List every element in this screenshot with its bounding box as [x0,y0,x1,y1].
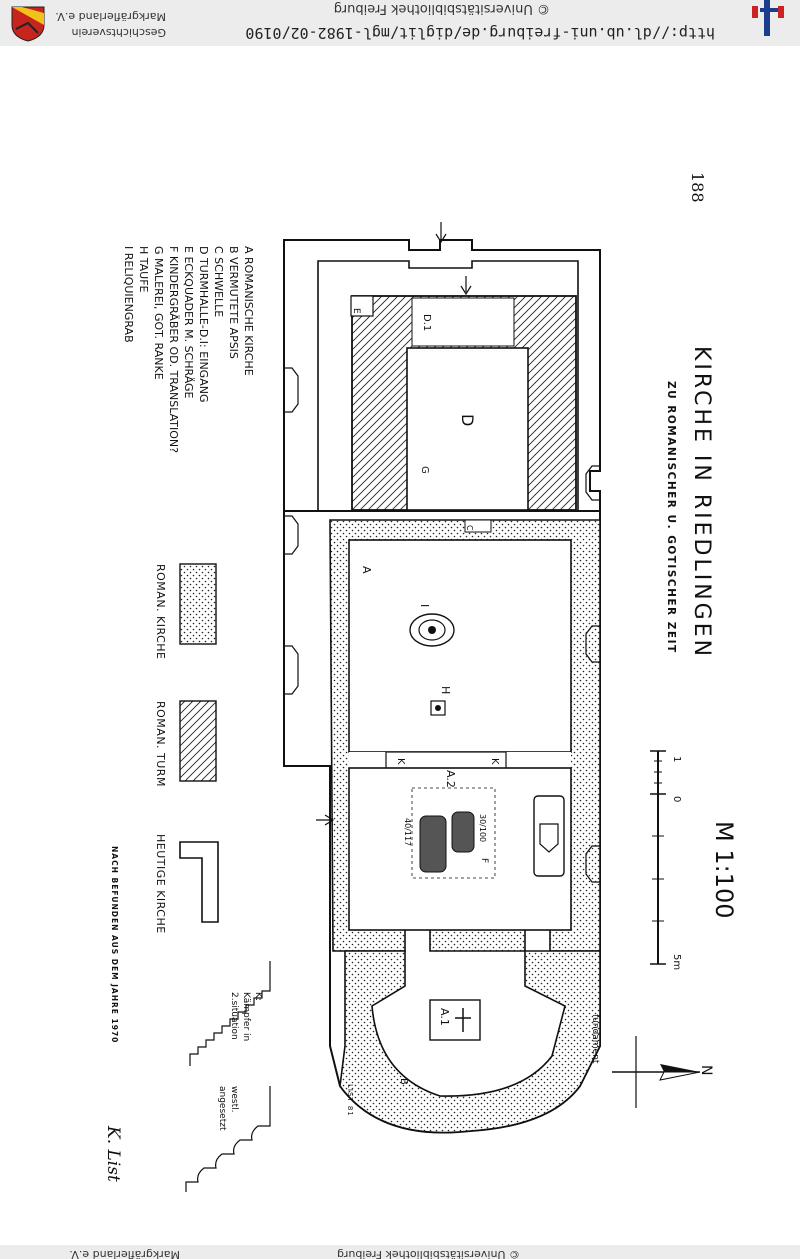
label-a1: A.1 [438,1008,451,1026]
scale-tick-0: 0 [671,796,682,802]
scanned-page: 188 KIRCHE IN RIEDLINGEN ZU ROMANISCHER … [0,46,800,1245]
drawing-mark: LIST 81 [346,1084,354,1117]
page-number: 188 [688,172,707,203]
grave-size-2: 40/117 [403,818,412,846]
label-e: E [351,308,361,314]
plan-title: KIRCHE IN RIEDLINGEN [689,346,714,659]
swatch-label-roman-church: ROMAN. KIRCHE [154,564,167,660]
swatch-label-roman-tower: ROMAN. TURM [154,701,167,787]
scale-tick-1: 1 [671,756,682,762]
legend-item-b: B VERMUTETE APSIS [227,246,240,359]
label-a: A [360,566,373,574]
scale-title: M 1:100 [710,821,738,919]
legend-item-a: A ROMANISCHE KIRCHE [242,246,255,376]
swatch-roman-church [179,563,217,645]
label-k-2: K [489,758,500,765]
scale-bar [650,750,666,965]
legend-item-i: I RELIQUIENGRAB [122,246,135,343]
kaempfer-line-1: Kämpfer in [241,992,251,1041]
choir-apse [339,950,601,1134]
label-k: K [395,758,406,765]
altar-a1 [429,999,481,1041]
k-detail-label: K: [253,992,263,1001]
footer-society: Markgräflerland e.V. [69,1248,180,1259]
westl-line-2: angesetzt [217,1086,227,1131]
label-b: B [398,1078,409,1085]
child-grave-2 [451,811,475,853]
impost-detail-2 [185,1086,271,1192]
scale-tick-5m: 5m [671,954,682,970]
top-bar: Geschichtsverein Markgräflerland e.V. ht… [0,0,800,46]
credit-line: NACH BEFUNDEN AUS DEM JAHRE 1970 [110,846,119,1043]
legend-item-h: H TAUFE [137,246,150,293]
label-g: G [419,466,430,474]
society-line-2: Markgräflerland e.V. [55,10,166,23]
label-c: C [465,525,474,531]
tower-section [283,222,601,555]
society-logo [8,3,48,43]
impost-detail-1 [189,961,271,1066]
fundament-label: fundament [590,1014,600,1064]
legend-item-g: G MALEREI, GOT. RANKE [152,246,165,380]
label-d: D [458,414,477,426]
north-arrow [612,1036,701,1108]
plan-subtitle: ZU ROMANISCHER U. GOTISCHER ZEIT [665,381,677,654]
swatch-label-current-church: HEUTIGE KIRCHE [154,834,167,934]
label-i: I [418,604,431,607]
swatch-current-church [179,841,219,923]
bottom-bar: © Universitätsbibliothek Freiburg Markgr… [0,1245,800,1259]
swatch-roman-tower [179,700,217,782]
signature: K. List [103,1125,123,1182]
corner-stone-e [350,295,374,317]
north-label: N [698,1065,714,1075]
nave-section [283,510,601,1134]
tower-hall-d [406,347,529,511]
society-line-1: Geschichtsverein [71,26,166,39]
copyright-text: © Universitätsbibliothek Freiburg [333,1,550,16]
legend-item-e: E ECKQUADER M. SCHRÄGE [182,246,195,399]
church-floor-plan: 188 KIRCHE IN RIEDLINGEN ZU ROMANISCHER … [103,172,738,1192]
kaempfer-line-2: 2.situation [229,992,239,1040]
label-a2: A.2 [444,770,457,788]
legend-item-f: F KINDERGRÄBER OD. TRANSLATION? [167,246,180,453]
westl-line-1: westl. [229,1086,239,1112]
child-grave-1 [419,815,447,873]
document-url[interactable]: http://dl.ub.uni-freiburg.de/diglit/mgl-… [245,24,715,42]
footer-text: © Universitätsbibliothek Freiburg [337,1248,520,1259]
label-f: F [479,858,489,863]
label-d1: D.1 [421,314,432,331]
label-h: H [439,686,452,694]
grave-size-1: 30/100 [478,814,487,842]
university-library-logo [752,0,792,40]
legend-item-c: C SCHWELLE [212,246,225,317]
legend-item-d: D TURMHALLE-D.I: EINGANG [197,246,210,402]
